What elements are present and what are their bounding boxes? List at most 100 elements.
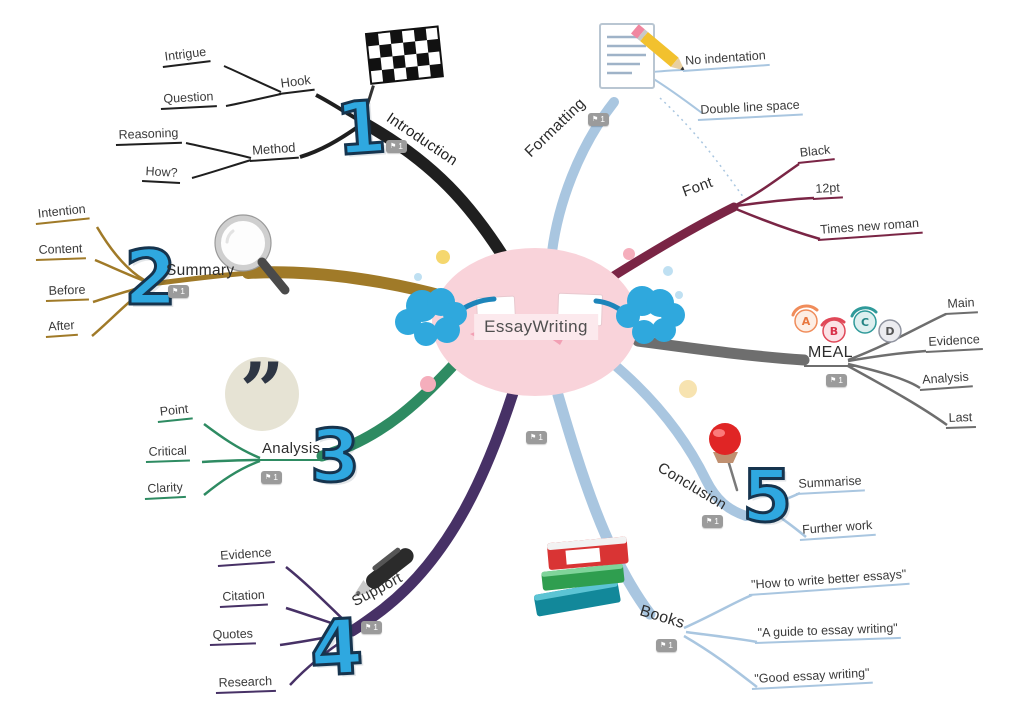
- edge-citation: [285, 606, 353, 632]
- edge-critical: [201, 458, 261, 464]
- edge-black: [733, 162, 800, 208]
- edge-main: [847, 312, 947, 362]
- edge-content: [94, 258, 151, 285]
- edge-hook: [315, 93, 364, 124]
- node-last[interactable]: Last: [945, 409, 976, 429]
- edge-how: [191, 159, 252, 179]
- node-question[interactable]: Question: [160, 89, 217, 110]
- number-analysis: 3: [308, 414, 361, 498]
- badge-summary[interactable]: ⚑1: [168, 285, 190, 298]
- number-summary: 2: [123, 233, 179, 322]
- flag-icon: ⚑: [592, 115, 599, 123]
- edge-book-title1: [683, 593, 753, 630]
- node-meal-analysis[interactable]: Analysis: [918, 369, 973, 391]
- edge-quotes: [279, 631, 351, 647]
- edge-after: [91, 284, 151, 337]
- node-meal-evidence[interactable]: Evidence: [925, 332, 984, 353]
- node-summarise[interactable]: Summarise: [795, 473, 866, 495]
- edge-clarity: [203, 459, 261, 496]
- decorative-dot: [436, 250, 450, 264]
- decorative-dot: [420, 376, 436, 392]
- flag-icon: ⚑: [830, 376, 837, 384]
- edge-double-line-space: [651, 77, 703, 114]
- number-conclusion: 5: [740, 454, 793, 538]
- edge-summarise: [771, 491, 801, 507]
- number-introduction: 1: [332, 83, 391, 173]
- decorative-dot: [679, 380, 697, 398]
- edge-last: [847, 364, 948, 427]
- badge-support[interactable]: ⚑1: [361, 621, 383, 634]
- magnifier-icon[interactable]: [214, 214, 290, 295]
- branch-summary-curve-thin: [147, 270, 251, 287]
- meal-letter-c: C: [861, 316, 869, 329]
- checkered-flag-icon[interactable]: [356, 25, 446, 116]
- meal-letters-icon[interactable]: A B C D: [791, 304, 902, 343]
- central-topic[interactable]: EssayWriting: [474, 314, 598, 340]
- edge-further-work: [771, 510, 807, 538]
- edge-meal-analysis: [847, 362, 921, 390]
- edge-support-evidence: [285, 566, 353, 629]
- node-12pt[interactable]: 12pt: [812, 180, 844, 200]
- cloud-right-icon[interactable]: [616, 286, 685, 344]
- edge-reasoning: [185, 142, 252, 159]
- node-after[interactable]: After: [44, 317, 79, 338]
- meal-letter-a: A: [802, 315, 811, 328]
- branch-books-curve: [552, 389, 656, 620]
- pushpin-icon[interactable]: [709, 423, 741, 492]
- decorative-dot: [414, 273, 422, 281]
- edge-times-new-roman: [735, 207, 821, 241]
- branch-label-meal[interactable]: MEAL: [804, 344, 857, 367]
- branch-analysis-curve: [316, 350, 468, 462]
- edge-point: [203, 422, 261, 460]
- branch-conclusion-curve: [612, 362, 751, 521]
- flag-icon: ⚑: [660, 641, 667, 649]
- decorative-dot: [675, 291, 683, 299]
- flag-icon: ⚑: [365, 623, 372, 631]
- decorative-dot: [663, 266, 673, 276]
- badge-introduction[interactable]: ⚑1: [386, 140, 408, 153]
- edge-question: [225, 93, 282, 107]
- badge-conclusion[interactable]: ⚑1: [702, 515, 724, 528]
- node-point[interactable]: Point: [156, 401, 193, 423]
- pencil-icon[interactable]: [631, 24, 689, 75]
- edge-no-indentation: [651, 69, 685, 73]
- decorative-dot: [623, 248, 635, 260]
- node-main[interactable]: Main: [944, 295, 979, 315]
- badge-formatting[interactable]: ⚑1: [588, 113, 610, 126]
- flag-icon: ⚑: [390, 142, 397, 150]
- flag-icon: ⚑: [265, 473, 272, 481]
- edge-book-title3: [683, 634, 758, 688]
- node-before[interactable]: Before: [45, 282, 89, 302]
- badge-meal[interactable]: ⚑1: [826, 374, 848, 387]
- branch-label-analysis[interactable]: Analysis: [258, 440, 325, 461]
- edge-meal-evidence: [847, 349, 927, 363]
- node-citation[interactable]: Citation: [219, 587, 269, 608]
- node-critical[interactable]: Critical: [145, 443, 191, 463]
- badge-center[interactable]: ⚑1: [526, 431, 548, 444]
- books-icon[interactable]: [533, 536, 629, 617]
- edge-method: [299, 122, 364, 159]
- node-clarity[interactable]: Clarity: [144, 479, 187, 500]
- badge-books[interactable]: ⚑1: [656, 639, 678, 652]
- pen-icon[interactable]: [345, 542, 417, 605]
- node-quotes[interactable]: Quotes: [209, 626, 257, 646]
- quote-icon[interactable]: ”: [225, 346, 299, 437]
- node-black[interactable]: Black: [796, 142, 835, 164]
- node-how[interactable]: How?: [142, 164, 181, 184]
- meal-letter-b: B: [830, 325, 838, 338]
- branch-meal-curve: [632, 335, 810, 366]
- cloud-left-icon[interactable]: [395, 288, 467, 346]
- node-method[interactable]: Method: [248, 139, 300, 162]
- branch-label-summary[interactable]: Summary: [166, 262, 235, 279]
- edge-12pt: [735, 196, 815, 208]
- flag-icon: ⚑: [706, 517, 713, 525]
- node-reasoning[interactable]: Reasoning: [115, 125, 182, 146]
- flag-icon: ⚑: [530, 433, 537, 441]
- node-content[interactable]: Content: [35, 241, 86, 261]
- badge-analysis[interactable]: ⚑1: [261, 471, 283, 484]
- branch-font-curve: [607, 202, 739, 282]
- edge-intrigue: [223, 65, 282, 93]
- node-research[interactable]: Research: [215, 673, 276, 694]
